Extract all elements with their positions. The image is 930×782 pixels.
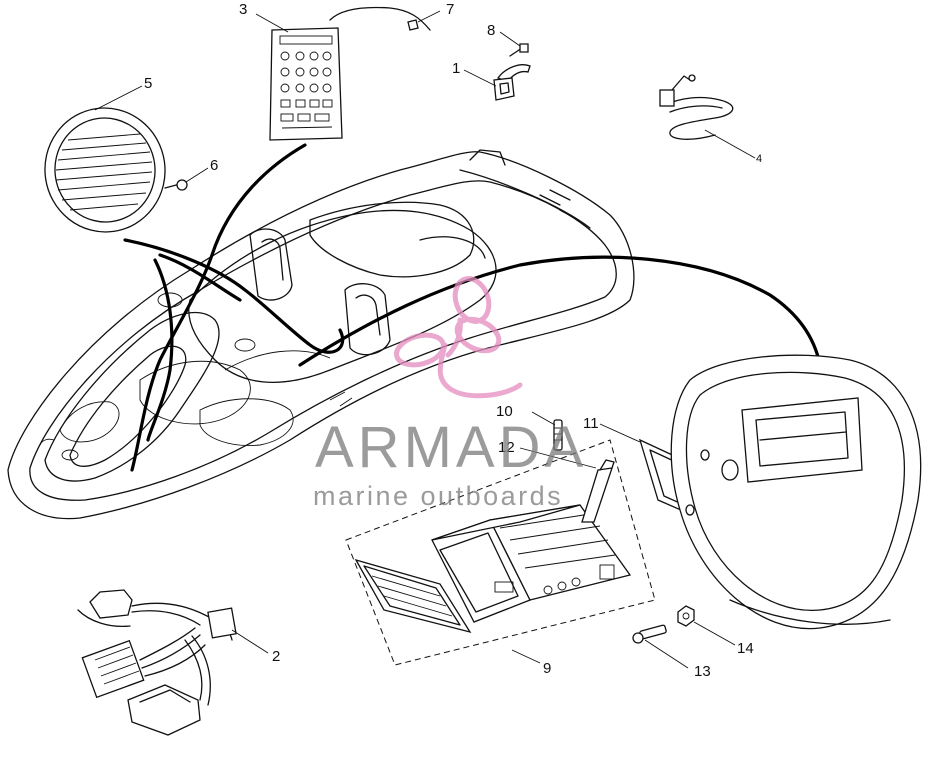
callout-6: 6 bbox=[210, 157, 218, 174]
callout-3: 3 bbox=[239, 1, 247, 18]
callout-1: 1 bbox=[452, 60, 460, 77]
callout-13: 13 bbox=[694, 663, 711, 680]
antenna-lead bbox=[659, 74, 734, 140]
watermark-brand: ARMADA bbox=[315, 415, 587, 480]
callout-11: 11 bbox=[583, 415, 599, 432]
callout-5: 5 bbox=[144, 75, 152, 92]
screw-8 bbox=[509, 43, 529, 57]
remote-control bbox=[269, 27, 343, 141]
wiring-cables bbox=[123, 143, 822, 472]
callout-4: 4 bbox=[756, 153, 762, 165]
stereo-assembly bbox=[345, 439, 656, 666]
callout-10: 10 bbox=[496, 403, 513, 420]
boat-hull bbox=[7, 149, 635, 520]
watermark-logo bbox=[394, 276, 523, 399]
remote-lead bbox=[329, 6, 431, 31]
callout-7: 7 bbox=[446, 1, 454, 18]
callout-8: 8 bbox=[487, 22, 495, 39]
bolt-13 bbox=[632, 624, 667, 644]
dash-panel bbox=[670, 354, 922, 630]
leader-lines bbox=[94, 10, 756, 669]
screw-7 bbox=[407, 19, 419, 31]
screw-6 bbox=[164, 179, 188, 191]
callout-numbers: 3 7 8 1 5 6 4 2 9 10 11 12 13 14 bbox=[144, 1, 762, 680]
callout-9: 9 bbox=[543, 660, 551, 677]
sensor-bracket bbox=[493, 64, 531, 101]
wiring-harness bbox=[77, 589, 237, 736]
callout-2: 2 bbox=[272, 648, 280, 665]
speaker bbox=[44, 107, 166, 233]
nut-14 bbox=[677, 605, 695, 627]
screw-10 bbox=[553, 419, 563, 451]
callout-14: 14 bbox=[737, 640, 754, 657]
bracket-strap bbox=[581, 459, 615, 523]
watermark-tagline: marine outboards bbox=[313, 481, 563, 511]
callout-12: 12 bbox=[498, 439, 515, 456]
watermark: ARMADA marine outboards bbox=[313, 276, 587, 511]
